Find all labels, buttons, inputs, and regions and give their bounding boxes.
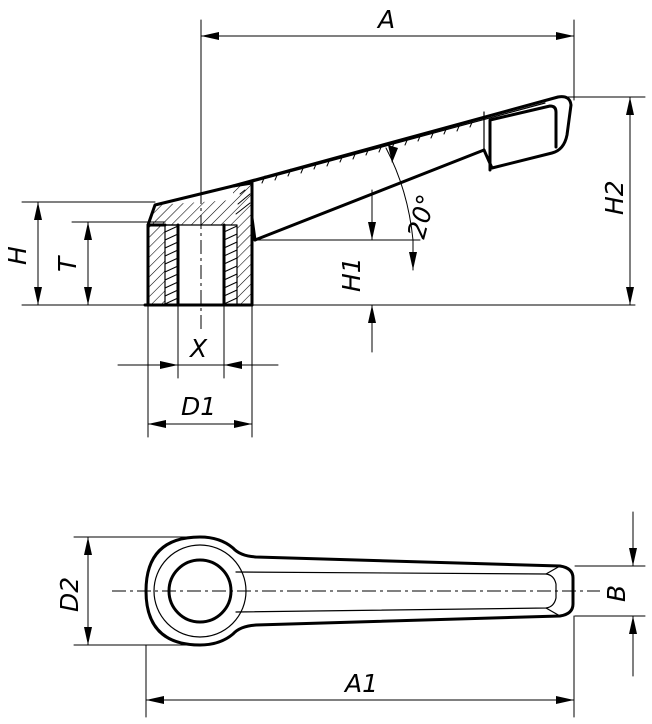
label-h2: H2 xyxy=(600,180,629,215)
label-x: X xyxy=(188,334,208,363)
dimension-x: X xyxy=(117,304,279,379)
dimension-angle: 20° xyxy=(385,145,441,271)
label-d1: D1 xyxy=(181,392,216,421)
dimension-t: T xyxy=(53,221,166,306)
top-view: D2 B A1 xyxy=(55,511,646,718)
threaded-insert xyxy=(164,223,238,307)
label-angle: 20° xyxy=(402,191,441,241)
dimension-a1: A1 xyxy=(145,615,575,718)
dimension-h1: H1 xyxy=(251,189,636,353)
label-h1: H1 xyxy=(337,257,366,292)
dimension-b: B xyxy=(574,511,646,677)
side-view: A H T H1 xyxy=(3,5,646,438)
dimension-h2: H2 xyxy=(559,96,646,306)
lever-top-outline xyxy=(144,535,575,647)
label-t: T xyxy=(53,255,82,272)
label-a: A xyxy=(376,5,395,34)
label-a1: A1 xyxy=(343,669,378,698)
dimension-a: A xyxy=(200,5,575,191)
dimension-d1: D1 xyxy=(147,304,253,438)
label-d2: D2 xyxy=(55,577,84,612)
label-b: B xyxy=(602,585,631,602)
dimension-h: H xyxy=(3,201,156,306)
label-h: H xyxy=(3,246,32,265)
dimension-d2: D2 xyxy=(55,536,201,646)
